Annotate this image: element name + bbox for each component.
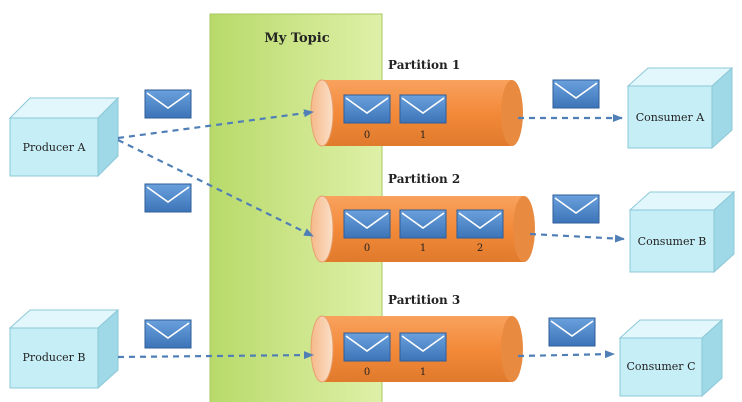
offset-label: 0 <box>364 243 370 254</box>
producer-a-box: Producer A <box>8 96 120 178</box>
consumer-b-label: Consumer B <box>638 235 707 248</box>
offset-label: 0 <box>364 130 370 141</box>
envelope-icon <box>144 319 192 349</box>
offset-label: 2 <box>477 243 483 254</box>
partition-3-label: Partition 3 <box>388 293 460 307</box>
arrow-partition-3-to-consumer-c <box>517 350 615 359</box>
offset-label: 1 <box>420 130 426 141</box>
offset-label: 1 <box>420 243 426 254</box>
envelope-icon <box>144 89 192 119</box>
partition-2-label: Partition 2 <box>388 172 460 186</box>
envelope-icon <box>548 317 596 347</box>
envelope-icon <box>343 94 391 124</box>
consumer-c-box: Consumer C <box>618 318 724 398</box>
partition-3-message-0: 0 <box>343 332 391 378</box>
arrow-producer-a-to-partition-2 <box>117 139 314 237</box>
producer-a-label: Producer A <box>23 141 87 154</box>
consumer-c-label: Consumer C <box>627 360 696 373</box>
envelope-icon <box>343 209 391 239</box>
arrow-partition-2-to-consumer-b <box>529 232 625 243</box>
offset-label: 0 <box>364 367 370 378</box>
consumer-a-box: Consumer A <box>626 66 734 150</box>
partition-3-message-1: 1 <box>399 332 447 378</box>
producer-b-box: Producer B <box>8 308 120 390</box>
consumer-b-box: Consumer B <box>628 190 736 274</box>
consumer-a-label: Consumer A <box>636 111 706 124</box>
topic-title: My Topic <box>264 31 329 46</box>
envelope-icon <box>399 94 447 124</box>
partition-1-label: Partition 1 <box>388 58 460 72</box>
partition-2-message-0: 0 <box>343 209 391 254</box>
partition-2-message-2: 2 <box>456 209 504 254</box>
partition-2-message-1: 1 <box>399 209 447 254</box>
partition-1-message-1: 1 <box>399 94 447 141</box>
offset-label: 1 <box>420 367 426 378</box>
envelope-icon <box>399 209 447 239</box>
envelope-icon <box>343 332 391 362</box>
envelope-icon <box>144 183 192 213</box>
envelope-icon <box>552 79 600 109</box>
producer-b-label: Producer B <box>23 351 86 364</box>
partition-1-message-0: 0 <box>343 94 391 141</box>
envelope-icon <box>456 209 504 239</box>
envelope-icon <box>552 194 600 224</box>
envelope-icon <box>399 332 447 362</box>
